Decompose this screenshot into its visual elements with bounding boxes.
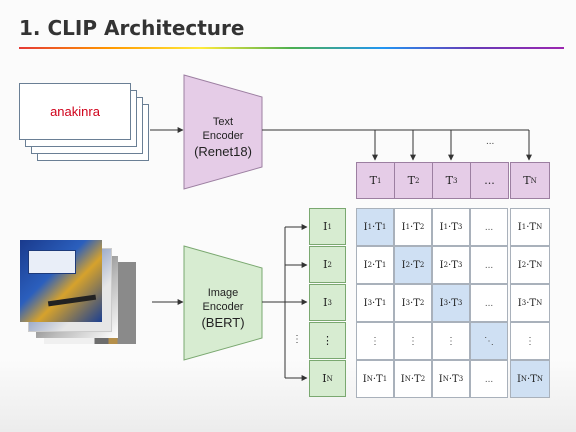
matrix-cell: ... [470, 246, 508, 284]
matrix-cell: ⋮ [432, 322, 470, 360]
text-encoder-shape [183, 74, 263, 190]
image-encoder-label: Image Encoder (BERT) [188, 286, 258, 331]
image-encoder-line3: (BERT) [201, 315, 245, 330]
image-encoder-line2: Encoder [202, 301, 244, 313]
text-encoder-line1: Text [212, 116, 234, 128]
matrix-cell: ... [470, 360, 508, 398]
product-label [28, 250, 76, 274]
photo-front [20, 240, 102, 322]
text-branch-dots: ... [486, 136, 495, 147]
image-encoder-shape [183, 245, 263, 361]
page-title: 1. CLIP Architecture [19, 16, 245, 40]
matrix-cell: ... [470, 208, 508, 246]
document-page-front: anakinra [19, 83, 131, 140]
text-encoder-label: Text Encoder (Renet18) [188, 115, 258, 160]
matrix-cell: ⋱ [470, 322, 508, 360]
image-branch-dots: ⋮ [292, 334, 302, 345]
text-token-dots: ... [470, 162, 509, 199]
text-encoder-line3: (Renet18) [194, 144, 252, 159]
sample-text: anakinra [50, 104, 100, 119]
title-underline [19, 47, 564, 49]
matrix-cell: ... [470, 284, 508, 322]
matrix-cell: ⋮ [394, 322, 432, 360]
text-encoder-line2: Encoder [202, 130, 244, 142]
image-encoder-line1: Image [207, 287, 239, 299]
image-token-dots: ⋮ [309, 322, 346, 359]
matrix-cell: ⋮ [510, 322, 550, 360]
matrix-cell: ⋮ [356, 322, 394, 360]
